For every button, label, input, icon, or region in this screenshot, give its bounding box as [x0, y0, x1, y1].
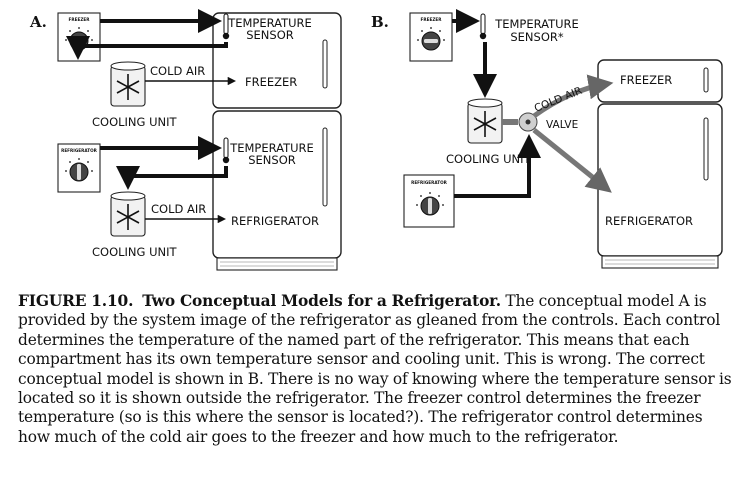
snowflake-icon — [116, 204, 140, 230]
panel-a-refrigerator-control: REFRIGERATOR — [57, 143, 101, 193]
thermometer-icon — [223, 137, 229, 159]
upper-cooling-unit-label: COOLING UNIT — [92, 115, 178, 129]
panel-b-refrigerator — [597, 59, 723, 269]
arrow-cold-air-to-freezer — [532, 74, 614, 119]
refrigerator-control-label: REFRIGERATOR — [411, 180, 448, 185]
panel-b: B. FREEZER REFRIGERATOR — [371, 9, 723, 269]
panel-b-valve: VALVE — [518, 112, 578, 132]
freezer-control-label: FREEZER — [69, 17, 91, 22]
panel-b-refrigerator-control: REFRIGERATOR — [403, 174, 455, 228]
figure-caption: FIGURE 1.10. Two Conceptual Models for a… — [18, 292, 734, 447]
panel-b-arrows — [452, 9, 541, 198]
panel-b-refrigerator-label: REFRIGERATOR — [605, 214, 693, 228]
thermometer-icon — [480, 13, 486, 35]
refrigerator-diagram: A. FREEZER REFRIGERATOR — [29, 9, 723, 271]
panel-b-cooling-unit-label: COOLING UNIT — [446, 152, 532, 166]
panel-b-cold-air-label: COLD AIR — [533, 85, 584, 115]
arrow-lower-sensor-to-cooling-unit — [116, 166, 228, 190]
caption-figure-number: FIGURE 1.10. — [18, 292, 134, 310]
panel-b-freezer-control: FREEZER — [409, 12, 453, 62]
valve-label: VALVE — [546, 119, 578, 131]
lower-cold-air-label: COLD AIR — [151, 202, 206, 216]
upper-sensor-label-line1: TEMPERATURE — [227, 16, 312, 30]
panel-b-cold-air-arrows — [502, 74, 614, 193]
arrow-sensor-to-cooling-unit — [66, 36, 228, 60]
panel-a-lower-cooling-unit: COLD AIR COOLING UNIT — [92, 191, 206, 259]
lower-sensor-label-line2: SENSOR — [248, 153, 296, 167]
panel-b-letter: B. — [371, 13, 389, 31]
sensor-label-line1: TEMPERATURE — [494, 17, 579, 31]
snowflake-icon — [473, 111, 497, 137]
panel-a-refrigerator — [212, 12, 342, 271]
panel-a-upper-sensor: TEMPERATURE SENSOR — [222, 13, 312, 42]
sensor-label-line2: SENSOR* — [510, 30, 564, 44]
panel-a-arrows — [66, 9, 237, 224]
refrigerator-control-label: REFRIGERATOR — [61, 148, 98, 153]
caption-title: Two Conceptual Models for a Refrigerator… — [142, 292, 501, 310]
caption-text: The conceptual model A is provided by th… — [18, 292, 732, 446]
panel-a-lower-sensor: TEMPERATURE SENSOR — [222, 137, 314, 167]
upper-sensor-label-line2: SENSOR — [246, 28, 294, 42]
arrow-cold-air-to-refrigerator — [532, 128, 612, 193]
panel-b-sensor: TEMPERATURE SENSOR* — [479, 13, 579, 44]
panel-a: A. FREEZER REFRIGERATOR — [29, 9, 342, 271]
upper-cold-air-label: COLD AIR — [150, 64, 205, 78]
panel-b-cooling-unit: COOLING UNIT — [446, 98, 532, 166]
arrow-refrigerator-control-to-valve — [454, 134, 541, 198]
panel-a-upper-cooling-unit: COLD AIR COOLING UNIT — [92, 61, 205, 129]
snowflake-icon — [116, 74, 140, 100]
lower-cooling-unit-label: COOLING UNIT — [92, 245, 178, 259]
panel-a-letter: A. — [29, 13, 47, 31]
panel-a-refrigerator-label: REFRIGERATOR — [231, 214, 319, 228]
panel-b-freezer-label: FREEZER — [620, 73, 672, 87]
lower-sensor-label-line1: TEMPERATURE — [229, 141, 314, 155]
panel-a-freezer-label: FREEZER — [245, 75, 297, 89]
freezer-control-label: FREEZER — [421, 17, 443, 22]
